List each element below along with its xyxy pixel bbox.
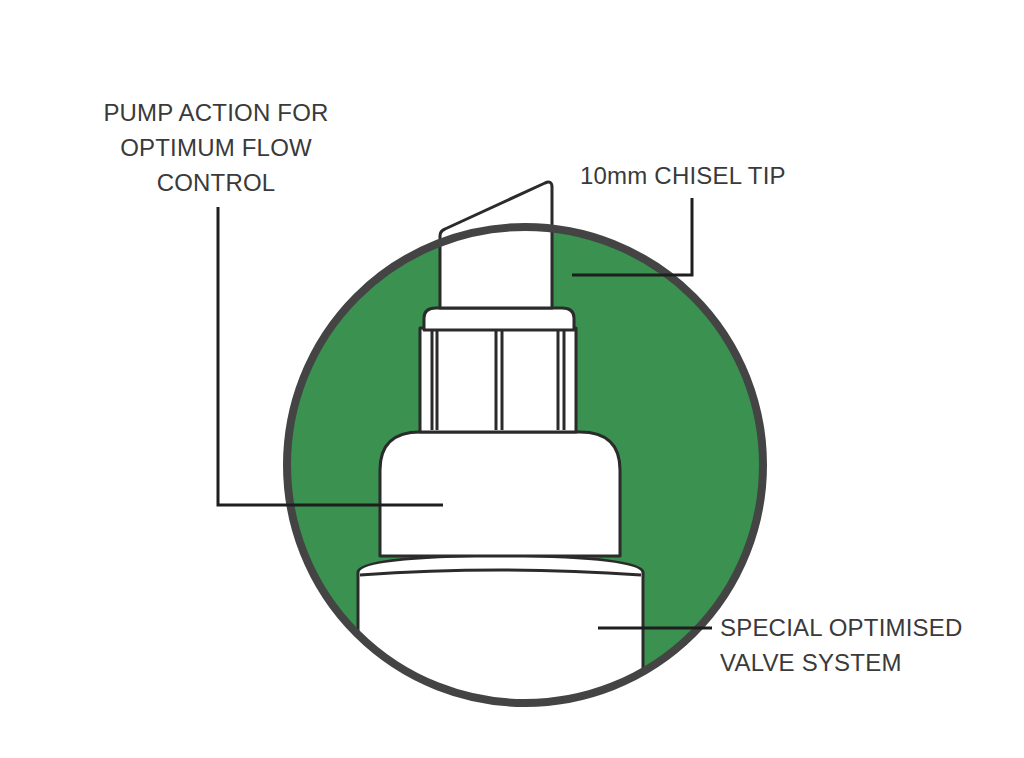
ribbed-neck — [420, 328, 576, 432]
tip-ring — [424, 308, 574, 330]
callout-label: 10mm CHISEL TIP — [580, 158, 910, 193]
barrel-rim — [360, 570, 641, 575]
ribs — [432, 330, 564, 430]
leader-lines — [218, 198, 712, 628]
disc-outline — [287, 227, 763, 703]
chisel-tip — [440, 182, 552, 308]
callout-label: PUMP ACTION FOR OPTIMUM FLOW CONTROL — [85, 95, 347, 200]
marker-body-group — [358, 555, 643, 758]
marker-barrel — [358, 555, 643, 758]
leader-line — [572, 198, 692, 275]
pump-collar — [380, 432, 620, 556]
callout-label: SPECIAL OPTIMISED VALVE SYSTEM — [720, 610, 1002, 680]
leader-line — [598, 627, 712, 630]
leader-line — [218, 207, 443, 505]
